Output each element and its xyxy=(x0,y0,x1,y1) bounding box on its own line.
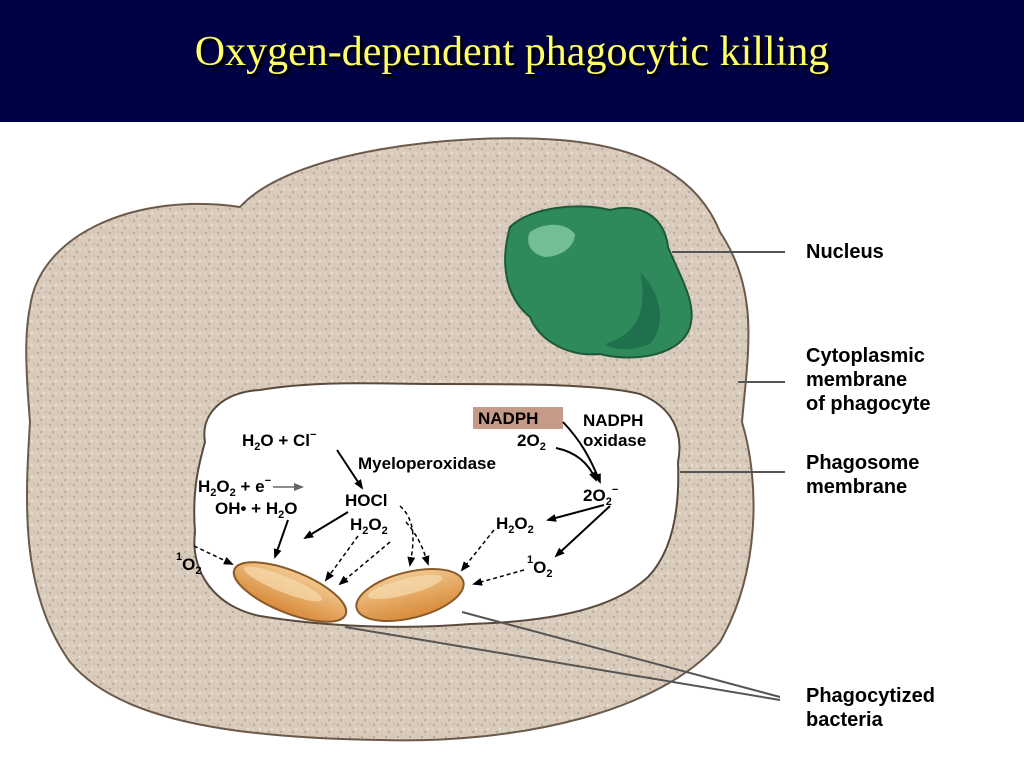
arrow-hocl-to-h2o xyxy=(303,511,349,540)
nadph-highlight-box xyxy=(473,407,563,429)
formula-singlet-o2-left: 1O2 xyxy=(176,551,201,577)
slide-body: Nucleus Cytoplasmic membrane of phagocyt… xyxy=(0,122,1024,768)
arrow-h2ocl-to-hocl xyxy=(336,449,364,490)
arrow-singletright-to-bacterium xyxy=(472,569,525,586)
bacterium-left xyxy=(232,561,348,623)
label-phagosome-membrane: Phagosome membrane xyxy=(806,452,925,498)
label-phagocytized-bacteria: Phagocytized bacteria xyxy=(806,685,940,731)
arrow-hocl-to-right-bacterium xyxy=(405,521,430,566)
formula-h2o-cl: H2O + Cl− xyxy=(242,429,316,453)
formula-h2o2-center: H2O2 xyxy=(350,515,388,537)
phagocyte-diagram: Nucleus Cytoplasmic membrane of phagocyt… xyxy=(25,137,940,742)
formula-h2o2-right: H2O2 xyxy=(496,514,534,536)
arrow-h2o2-to-bacteria-mid xyxy=(338,541,391,586)
phagosome xyxy=(193,382,681,628)
formula-h2o2-e: H2O2 + e− xyxy=(198,475,271,499)
formula-singlet-o2-right: 1O2 xyxy=(527,554,552,580)
bacterium-right xyxy=(355,568,465,622)
arrow-o2-to-superoxide xyxy=(555,447,597,482)
callout-line-bacteria-2 xyxy=(344,626,781,701)
slide-title: Oxygen-dependent phagocytic killing xyxy=(194,29,830,75)
arrow-h2o2-to-bacterium xyxy=(324,535,359,582)
label-nucleus: Nucleus xyxy=(806,241,884,263)
label-nadph: NADPH xyxy=(478,409,538,428)
arrow-superoxide-to-singlet xyxy=(554,505,611,558)
arrow-hocl-to-bacteria xyxy=(399,505,416,567)
formula-oh-h2o: OH• + H2O xyxy=(215,499,297,521)
formula-superoxide: 2O2− xyxy=(583,484,618,508)
arrow-superoxide-to-h2o2 xyxy=(546,504,605,522)
slide-header: Oxygen-dependent phagocytic killing xyxy=(0,0,1024,122)
nucleus-shade xyxy=(605,272,661,350)
arrow-nadph-to-superoxide xyxy=(562,421,601,484)
label-myeloperoxidase: Myeloperoxidase xyxy=(358,454,496,473)
label-nadph-oxidase: NADPH oxidase xyxy=(583,411,648,450)
formula-hocl: HOCl xyxy=(345,491,388,510)
label-cytoplasmic-membrane: Cytoplasmic membrane of phagocyte xyxy=(806,345,931,415)
arrow-singlet-to-bacterium xyxy=(193,545,234,565)
arrow-oh-to-bacterium xyxy=(273,519,289,559)
arrow-h2o2right-to-bacterium xyxy=(460,529,495,572)
formula-two-o2: 2O2 xyxy=(517,431,546,453)
callout-line-bacteria-1 xyxy=(461,611,781,698)
nucleus-highlight xyxy=(528,224,575,257)
